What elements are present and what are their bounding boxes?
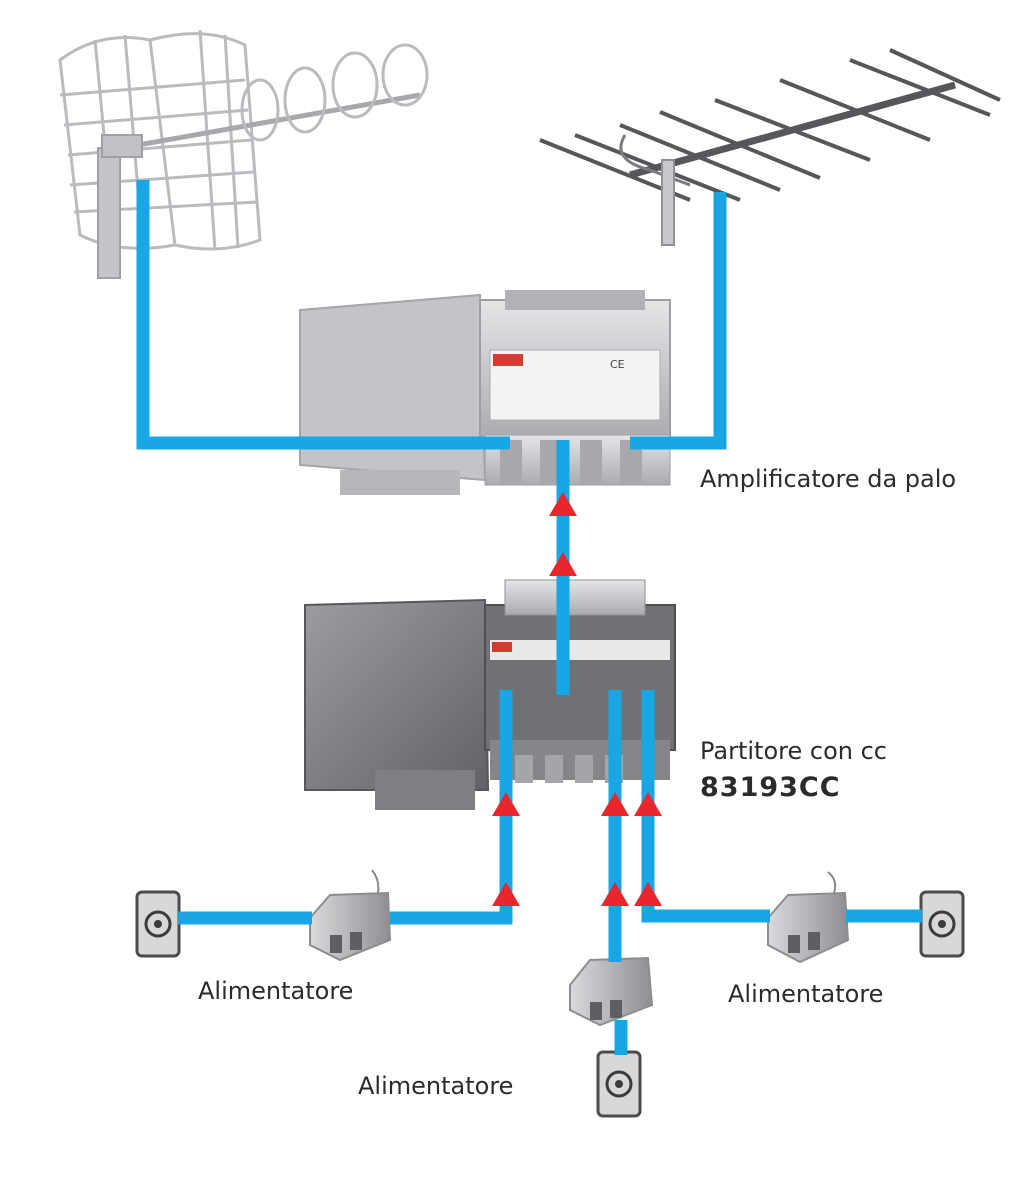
arrow-up-icon xyxy=(634,882,662,906)
cable-splitter-to-psu-right xyxy=(641,690,770,923)
splitter-label: Partitore con cc xyxy=(700,737,887,765)
wall-socket-right xyxy=(919,890,965,958)
psu-right-label: Alimentatore xyxy=(728,980,884,1008)
svg-text:CE: CE xyxy=(610,358,625,371)
psu-left-label: Alimentatore xyxy=(198,977,354,1005)
arrow-up-icon xyxy=(549,492,577,516)
cable-yagi-to-amp xyxy=(630,192,727,450)
cable-splitter-to-psu-left xyxy=(390,690,513,925)
psu-center-label: Alimentatore xyxy=(358,1072,514,1100)
wall-socket-left xyxy=(135,890,181,958)
psu-center-device xyxy=(569,956,654,1027)
arrow-up-icon xyxy=(492,792,520,816)
psu-left-device xyxy=(309,869,392,962)
grid-antenna xyxy=(58,29,429,279)
psu-right-device xyxy=(767,871,850,964)
arrow-up-icon xyxy=(601,882,629,906)
arrow-up-icon xyxy=(601,792,629,816)
mast-amplifier-label: Amplificatore da palo xyxy=(700,465,957,493)
dc-flow-arrows xyxy=(492,492,662,906)
arrow-up-icon xyxy=(549,552,577,576)
yagi-antenna xyxy=(539,48,1001,246)
arrow-up-icon xyxy=(634,792,662,816)
cable-grid-to-amp xyxy=(136,180,510,450)
splitter-code-label: 83193CC xyxy=(700,772,841,803)
arrow-up-icon xyxy=(492,882,520,906)
splitter-device xyxy=(304,579,676,810)
wall-socket-bottom xyxy=(596,1050,642,1118)
mast-amplifier-device: CE xyxy=(299,290,671,495)
